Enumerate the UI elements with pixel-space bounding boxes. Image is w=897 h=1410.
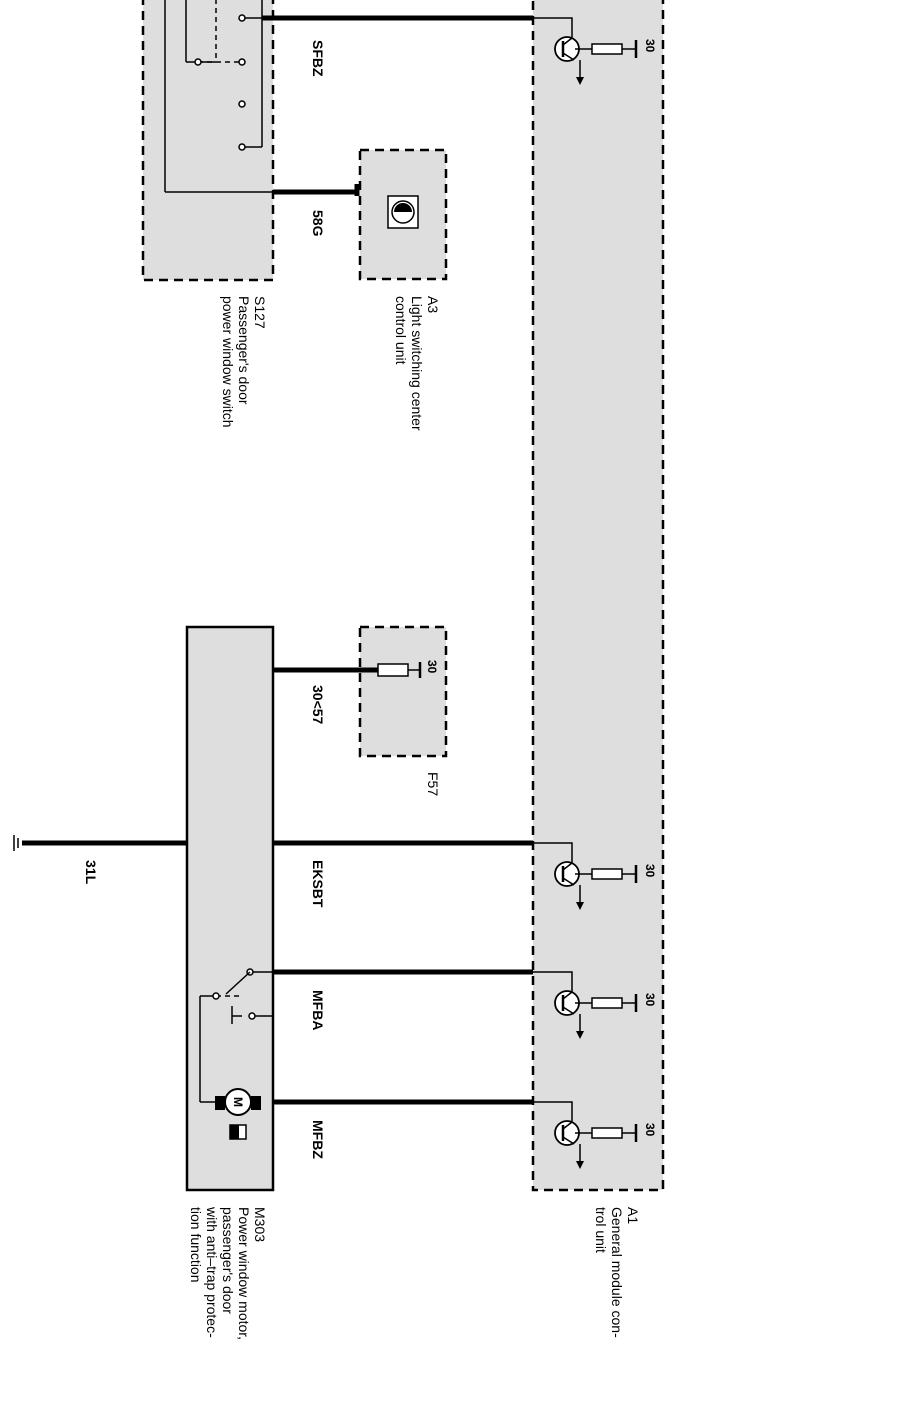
svg-text:power window switch: power window switch: [220, 296, 236, 428]
m303-internal: [199, 968, 273, 1103]
pin-label-30-eksbt: 30: [643, 864, 657, 878]
wires: [13, 15, 533, 1105]
svg-text:tion function: tion function: [188, 1207, 204, 1283]
svg-text:M: M: [231, 1097, 245, 1107]
wire-label-sfbz: SFBZ: [310, 40, 326, 77]
resistor-icon-eksbt: [591, 868, 623, 880]
a3-label: A3 Light switching center control unit: [393, 296, 441, 431]
m303-label: M303 Power window motor, passenger's doo…: [188, 1206, 268, 1340]
transistor-collector-eksbt: [533, 842, 573, 863]
svg-text:S127: S127: [252, 296, 268, 329]
svg-text:A1: A1: [625, 1207, 641, 1224]
svg-text:Passenger's door: Passenger's door: [236, 296, 252, 405]
wire-label-eksbt: EKSBT: [310, 860, 326, 908]
a1-general-module-box: [531, 0, 665, 1192]
fuse-pin-label: 30: [425, 660, 439, 674]
transistor-collector-mfbz: [533, 1101, 573, 1122]
motor-icon: M: [215, 1088, 261, 1140]
resistor-icon-mfba: [591, 997, 623, 1009]
svg-text:A3: A3: [425, 296, 441, 313]
resistor-icon-mfbz: [591, 1127, 623, 1139]
pin-label-30-sfbz: 30: [643, 39, 657, 53]
a1-label: A1 General module con- trol unit: [593, 1207, 641, 1338]
pin-label-30-mfbz: 30: [643, 1123, 657, 1137]
wire-label-mfbz: MFBZ: [310, 1120, 326, 1159]
svg-text:with anti–trap protec-: with anti–trap protec-: [204, 1206, 220, 1338]
svg-text:Power window motor,: Power window motor,: [236, 1207, 252, 1340]
headlamp-icon: [387, 195, 419, 229]
s127-switch-contacts: [164, 0, 273, 193]
svg-text:F57: F57: [425, 772, 441, 796]
s127-switch-box: [141, 0, 275, 282]
svg-text:passenger's door: passenger's door: [220, 1207, 236, 1314]
svg-text:trol unit: trol unit: [593, 1207, 609, 1253]
wire-label-30-57: 30<57: [310, 685, 326, 725]
resistor-icon-sfbz: [591, 43, 623, 55]
wire-label-mfba: MFBA: [310, 990, 326, 1030]
svg-text:Light switching center: Light switching center: [409, 296, 425, 431]
wire-label-31l: 31L: [83, 860, 99, 885]
svg-text:General module con-: General module con-: [609, 1207, 625, 1338]
f57-label: F57: [425, 772, 441, 796]
fuse-icon: [377, 662, 422, 678]
s127-label: S127 Passenger's door power window switc…: [220, 296, 268, 428]
f57-fuse-box: [358, 625, 448, 758]
transistor-collector-sfbz: [533, 17, 573, 38]
svg-text:M303: M303: [252, 1207, 268, 1242]
transistor-collector-mfba: [533, 971, 573, 992]
svg-text:control unit: control unit: [393, 296, 409, 365]
pin-label-30-mfba: 30: [643, 993, 657, 1007]
wire-label-58g: 58G: [310, 210, 326, 237]
a1-output-stages: 30 30 30 30: [533, 17, 657, 1169]
